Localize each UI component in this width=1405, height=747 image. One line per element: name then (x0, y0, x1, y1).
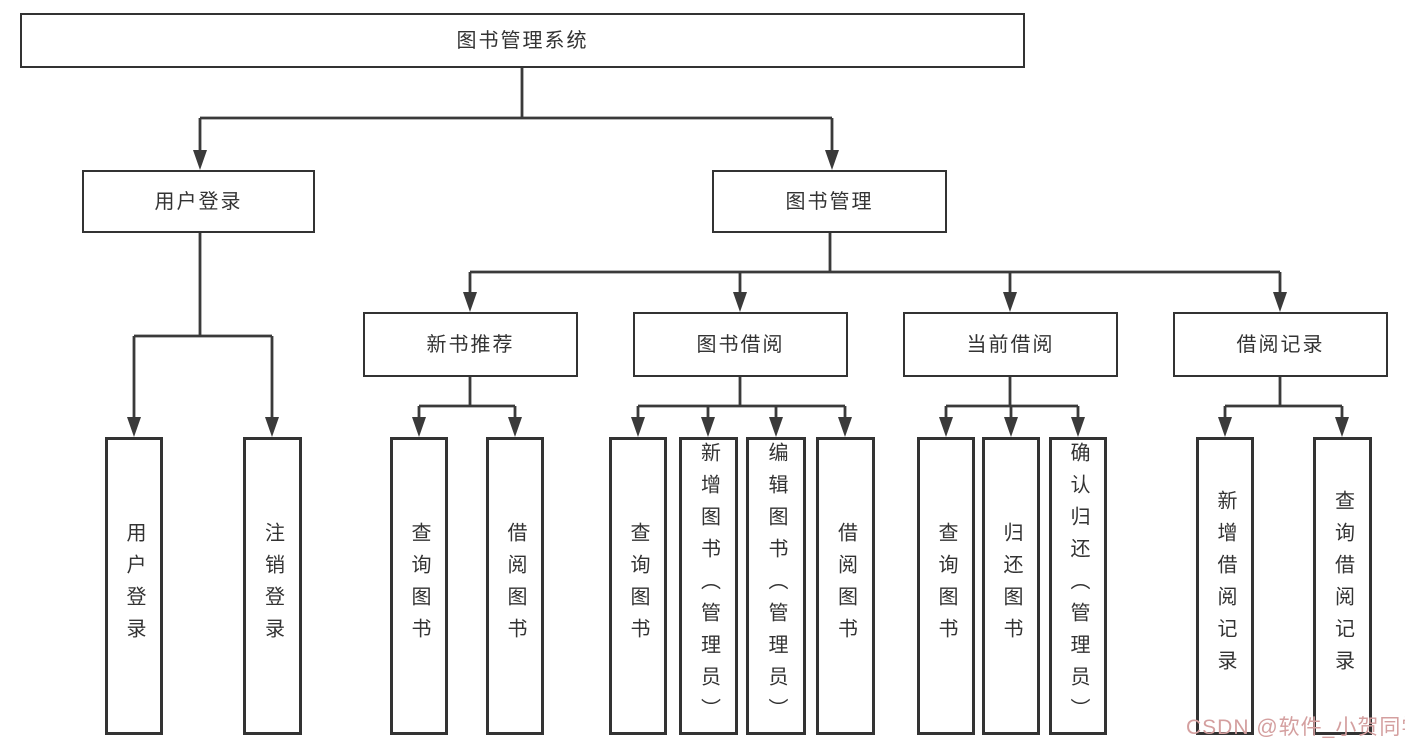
leaf-borrow-borrow-book: 借阅图书 (816, 437, 875, 735)
leaf-borrow-edit-book-admin: 编辑图书（管理员） (746, 437, 806, 735)
leaf-records-add-record: 新增借阅记录 (1196, 437, 1254, 735)
node-current-borrowing: 当前借阅 (903, 312, 1118, 377)
leaf-logout: 注销登录 (243, 437, 302, 735)
leaf-current-return-book: 归还图书 (982, 437, 1040, 735)
leaf-user-login: 用户登录 (105, 437, 163, 735)
arrowheads (127, 150, 1349, 437)
leaf-current-query-book: 查询图书 (917, 437, 975, 735)
node-book-borrowing: 图书借阅 (633, 312, 848, 377)
watermark: CSDN @软件_小贺同学 (1186, 716, 1405, 739)
leaf-current-confirm-return-admin: 确认归还（管理员） (1049, 437, 1107, 735)
node-library-management-system: 图书管理系统 (20, 13, 1025, 68)
node-borrowing-records: 借阅记录 (1173, 312, 1388, 377)
node-new-book-recommendation: 新书推荐 (363, 312, 578, 377)
node-book-management: 图书管理 (712, 170, 947, 233)
leaf-recommend-borrow-book: 借阅图书 (486, 437, 544, 735)
leaf-recommend-query-book: 查询图书 (390, 437, 448, 735)
leaf-borrow-add-book-admin: 新增图书（管理员） (679, 437, 738, 735)
leaf-borrow-query-book: 查询图书 (609, 437, 667, 735)
leaf-records-query-record: 查询借阅记录 (1313, 437, 1372, 735)
node-user-login: 用户登录 (82, 170, 315, 233)
